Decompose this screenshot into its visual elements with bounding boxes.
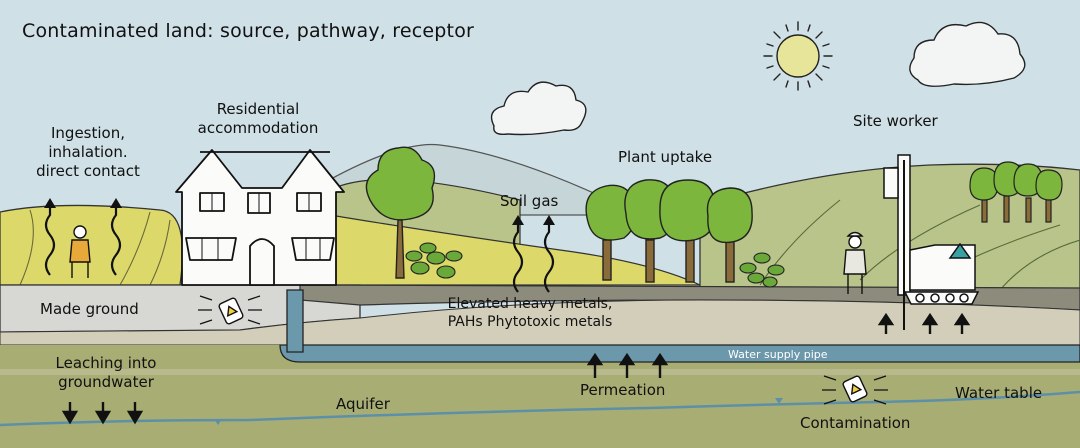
arrow-up-icon — [44, 198, 555, 225]
label-leaching: Leaching into groundwater — [36, 354, 176, 392]
label-elevated-line1: Elevated heavy metals, — [447, 296, 613, 312]
page-title: Contaminated land: source, pathway, rece… — [22, 20, 475, 42]
drum-icon — [218, 297, 244, 325]
tree-icon — [706, 187, 753, 283]
label-ingestion: Ingestion, inhalation. direct contact — [18, 124, 158, 180]
pathway-arrow-icon — [44, 207, 555, 293]
tree-icon — [365, 146, 436, 279]
label-ingestion-line1: Ingestion, — [51, 124, 125, 142]
cloud-icon — [490, 81, 587, 136]
label-water-supply-pipe: Water supply pipe — [728, 348, 828, 361]
label-residential-line1: Residential — [216, 100, 300, 118]
water-table-line — [0, 390, 1080, 427]
drilling-rig-icon — [883, 154, 980, 330]
arrow-down-icon — [61, 402, 144, 425]
plant-icon — [739, 252, 785, 288]
label-elevated-line2: PAHs Phytotoxic metals — [447, 313, 613, 330]
sun-icon — [763, 21, 833, 91]
label-residential: Residential accommodation — [188, 100, 328, 138]
tree-icon — [659, 179, 716, 283]
water-supply-pipe-riser — [286, 289, 304, 353]
house-icon — [175, 149, 345, 286]
soil-layer — [0, 299, 1080, 346]
label-contamination: Contamination — [800, 414, 911, 432]
label-ingestion-line3: direct contact — [36, 161, 140, 180]
label-aquifer: Aquifer — [336, 395, 390, 413]
label-leaching-line2: groundwater — [58, 372, 154, 391]
label-residential-line2: accommodation — [197, 118, 319, 137]
label-ingestion-line2: inhalation. — [48, 142, 128, 161]
tree-icon — [969, 161, 1063, 223]
water-table-marker — [775, 398, 783, 404]
cloud-icon — [909, 21, 1026, 87]
label-water-table: Water table — [955, 384, 1043, 402]
water-table-marker — [214, 419, 222, 425]
label-soil-gas: Soil gas — [500, 192, 559, 210]
label-site-worker: Site worker — [853, 112, 938, 130]
label-made-ground: Made ground — [40, 300, 139, 318]
site-worker-icon — [843, 231, 867, 294]
spread-arrows-icon — [198, 295, 888, 405]
field-furrows — [19, 209, 171, 286]
label-permeation: Permeation — [580, 381, 666, 399]
label-elevated-metals: Elevated heavy metals, PAHs Phytotoxic m… — [430, 296, 630, 331]
water-supply-pipe — [279, 344, 1080, 363]
tree-icon — [585, 184, 638, 281]
label-plant-uptake: Plant uptake — [618, 148, 713, 166]
drum-icon — [842, 375, 868, 403]
person-icon — [69, 225, 91, 278]
plant-icon — [405, 242, 463, 279]
arrow-up-icon — [586, 312, 971, 378]
label-leaching-line1: Leaching into — [55, 354, 157, 372]
